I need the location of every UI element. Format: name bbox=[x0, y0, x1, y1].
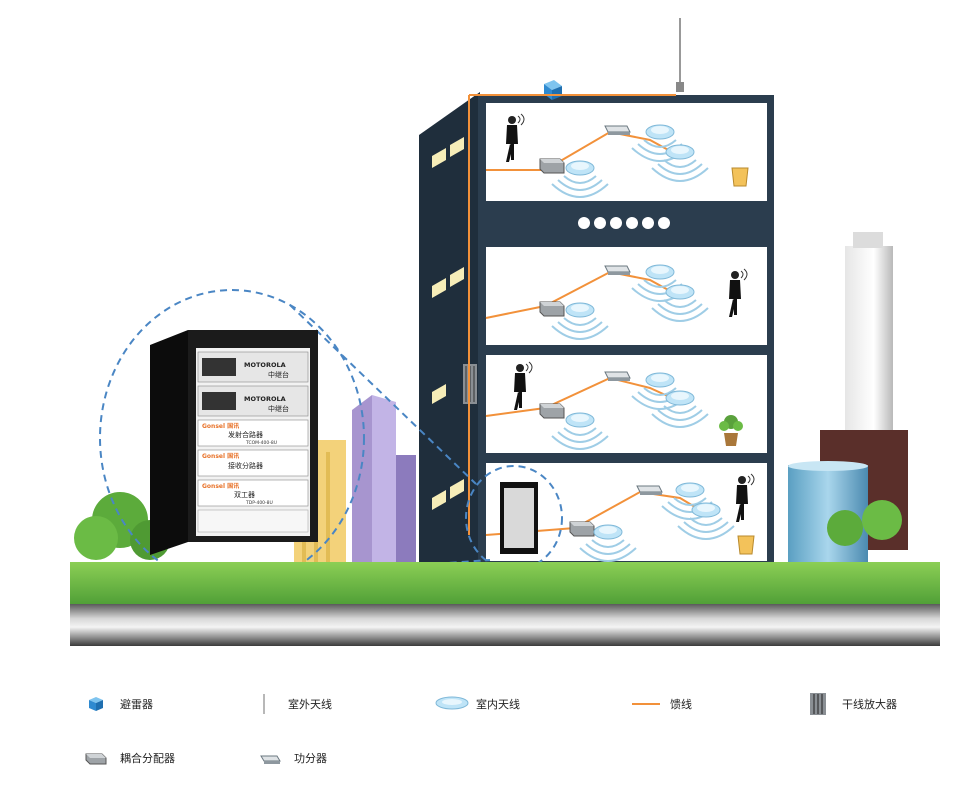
lightning-arrester bbox=[544, 80, 562, 100]
equipment-rack: MOTOROLA 中继台 MOTOROLA 中继台 Gonsel 国讯 发射合路… bbox=[150, 330, 318, 555]
rack-brand-2: MOTOROLA bbox=[244, 395, 286, 403]
floor-3 bbox=[513, 361, 743, 450]
legend-label: 避雷器 bbox=[120, 698, 153, 711]
floor-top bbox=[505, 113, 749, 198]
indoor-antenna-icon bbox=[434, 694, 470, 714]
floor-bottom bbox=[500, 473, 755, 562]
legend-label: 室外天线 bbox=[288, 698, 332, 711]
outdoor-antenna-icon bbox=[246, 694, 282, 714]
legend-item-trunk-amplifier: 干线放大器 bbox=[800, 692, 897, 716]
rack-gonsel-3: Gonsel 国讯 bbox=[202, 482, 239, 490]
main-building bbox=[419, 92, 774, 570]
legend-label: 功分器 bbox=[294, 752, 327, 765]
system-diagram: MOTOROLA 中继台 MOTOROLA 中继台 Gonsel 国讯 发射合路… bbox=[70, 18, 940, 646]
legend-item-lightning-arrester: 避雷器 bbox=[78, 692, 153, 716]
legend-item-power-divider: 功分器 bbox=[252, 746, 327, 770]
legend-item-outdoor-antenna: 室外天线 bbox=[246, 692, 332, 716]
legend-label: 馈线 bbox=[670, 698, 692, 711]
legend-item-coupler-splitter: 耦合分配器 bbox=[78, 746, 175, 770]
legend-label: 干线放大器 bbox=[842, 698, 897, 711]
rack-brand-1: MOTOROLA bbox=[244, 361, 286, 369]
rack-gonsel-2: Gonsel 国讯 bbox=[202, 452, 239, 460]
power-divider-icon bbox=[252, 748, 288, 768]
rack-gonsel-1: Gonsel 国讯 bbox=[202, 422, 239, 430]
rack-unit-2-label: 中继台 bbox=[268, 404, 289, 413]
roof-equipment bbox=[544, 18, 684, 100]
rack-unit-4-label: 接收分路器 bbox=[228, 461, 263, 470]
rack-unit-1-label: 中继台 bbox=[268, 370, 289, 379]
rack-unit-5-model: TDP-400-8U bbox=[245, 500, 273, 506]
coupler-splitter-icon bbox=[78, 748, 114, 768]
rack-unit-3-label: 发射合路器 bbox=[228, 430, 263, 439]
legend-label: 室内天线 bbox=[476, 698, 520, 711]
feeder-line-icon bbox=[628, 694, 664, 714]
legend-item-indoor-antenna: 室内天线 bbox=[434, 692, 520, 716]
legend-item-feeder: 馈线 bbox=[628, 692, 692, 716]
ground bbox=[70, 562, 940, 646]
lightning-arrester-icon bbox=[78, 694, 114, 714]
rack-unit-5-label: 双工器 bbox=[234, 491, 255, 499]
legend-label: 耦合分配器 bbox=[120, 752, 175, 765]
trunk-amplifier-icon bbox=[800, 693, 836, 715]
rack-unit-3-model: TCOM-400-8U bbox=[245, 440, 277, 446]
